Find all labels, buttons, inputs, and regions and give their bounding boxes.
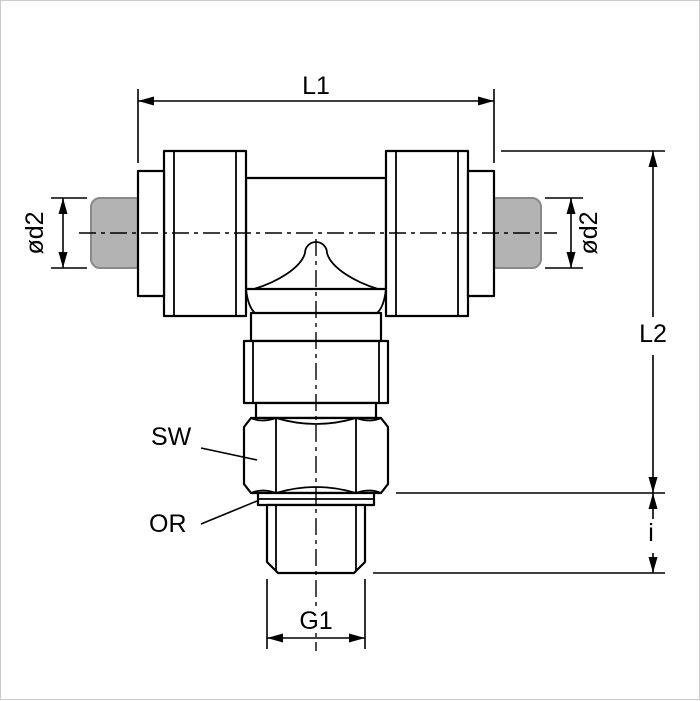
sw-leader-line	[200, 447, 258, 461]
threaded-stud-outline	[265, 503, 367, 575]
g1-label: G1	[299, 607, 332, 635]
d2-left-arrow-top	[58, 198, 68, 214]
dimension-d2-right: ød2	[545, 197, 603, 269]
dimension-i: i	[373, 493, 665, 574]
branch-block-detail-lines	[252, 341, 380, 403]
fitting-part	[79, 149, 557, 651]
l1-arrow-right	[478, 96, 494, 106]
i-arrow-top	[648, 493, 658, 509]
d2-right-arrow-top	[566, 198, 576, 214]
thread-root-lines	[275, 505, 357, 571]
callout-sw: SW	[151, 423, 258, 461]
l2-arrow-top	[648, 151, 658, 167]
or-label: OR	[149, 510, 187, 538]
dimension-g1: G1	[266, 579, 366, 649]
g1-arrow-right	[349, 633, 365, 643]
g1-arrow-left	[267, 633, 283, 643]
d2-right-extension-lines	[545, 197, 583, 269]
l1-label: L1	[302, 72, 330, 100]
dimension-l2: L2	[396, 150, 667, 494]
or-leader-line	[200, 500, 258, 525]
i-label: i	[648, 519, 654, 547]
l1-arrow-left	[138, 96, 154, 106]
callout-or: OR	[149, 500, 258, 538]
dimension-d2-left: ød2	[21, 197, 87, 269]
sw-label: SW	[151, 423, 192, 451]
i-arrow-bottom	[648, 557, 658, 573]
l2-extension-lines	[396, 150, 665, 494]
horizontal-body	[136, 149, 496, 318]
dimension-l1: L1	[137, 72, 495, 163]
d2-left-label: ød2	[21, 211, 49, 254]
branch-fillet-curves	[245, 288, 387, 314]
d2-left-extension-lines	[51, 197, 87, 269]
d2-right-arrow-bottom	[566, 252, 576, 268]
d2-right-label: ød2	[575, 211, 603, 254]
d2-left-arrow-bottom	[58, 252, 68, 268]
l2-arrow-bottom	[648, 477, 658, 493]
hex-face-lines	[275, 418, 357, 493]
l2-label: L2	[639, 320, 667, 348]
